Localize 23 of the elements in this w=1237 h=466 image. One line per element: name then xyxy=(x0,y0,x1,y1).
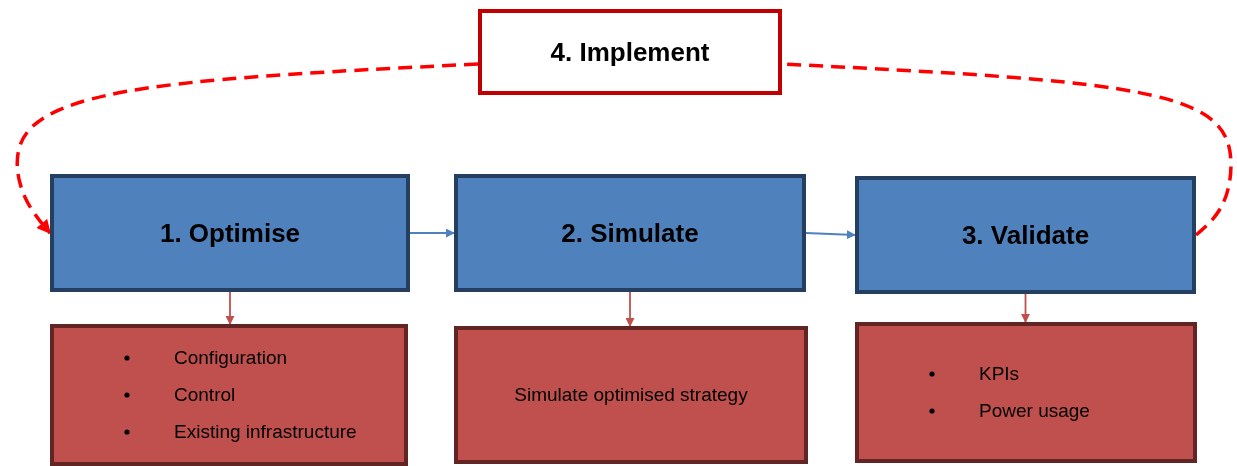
arrow xyxy=(1021,293,1030,323)
detail-box xyxy=(454,326,808,464)
arrow xyxy=(409,228,455,238)
list-item: Control xyxy=(174,384,236,406)
process-box xyxy=(50,174,410,292)
step-title: 1. Optimise xyxy=(159,217,301,249)
detail-text: Simulate optimised strategy xyxy=(514,384,748,406)
list-item: KPIs xyxy=(979,363,1020,385)
list-item: Configuration xyxy=(174,347,288,369)
list-item: Power usage xyxy=(979,400,1090,422)
step-title: 4. Implement xyxy=(550,36,710,68)
step-title: 2. Simulate xyxy=(561,217,699,249)
dashed-arrow xyxy=(15,62,479,235)
step-title: 3. Validate xyxy=(961,219,1090,251)
detail-box xyxy=(50,324,408,466)
process-box xyxy=(855,176,1196,294)
arrow xyxy=(625,291,635,327)
arrow xyxy=(805,230,856,240)
arrow xyxy=(225,291,235,325)
detail-box xyxy=(855,322,1197,463)
process-box xyxy=(454,174,806,292)
stage-box xyxy=(478,9,782,95)
list-item: Existing infrastructure xyxy=(174,421,357,443)
